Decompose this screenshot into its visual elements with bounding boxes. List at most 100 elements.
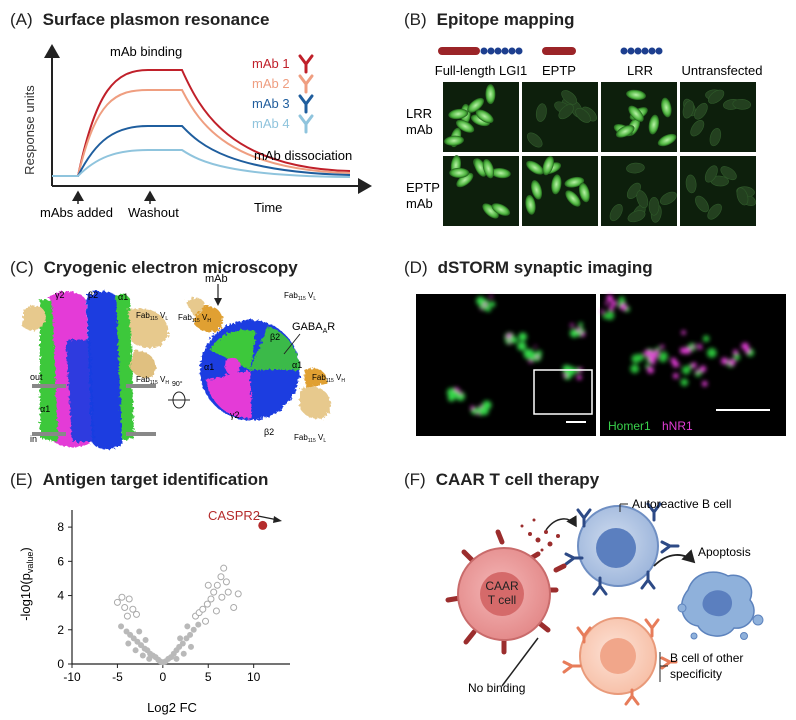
col-label-full: Full-length LGI1 <box>435 63 528 78</box>
volcano-point <box>187 631 194 638</box>
homer-spot <box>706 348 717 358</box>
cell-dim <box>720 166 737 181</box>
cell-fluor <box>628 105 644 122</box>
hnr-spot <box>606 294 614 302</box>
hnr-spot <box>576 374 582 380</box>
row-label-lrr-mab: mAb <box>406 122 433 137</box>
hnr-spot <box>476 412 480 415</box>
volcano-point-open <box>220 564 228 572</box>
volcano-point-open <box>202 617 210 625</box>
cell-fluor <box>474 158 487 177</box>
volcano-point-open <box>230 604 238 612</box>
micrograph-tile <box>443 82 519 152</box>
hnr-spot <box>660 344 665 349</box>
cell-fluor <box>542 155 554 176</box>
top-view-receptor <box>186 297 331 420</box>
volcano-ylabel: -log10(pvalue) <box>18 547 35 621</box>
volcano-point-open <box>213 581 221 589</box>
volcano-point-open <box>207 595 215 603</box>
cell-fluor <box>491 203 511 216</box>
cell-fluor <box>526 160 544 175</box>
cell-fluor <box>467 97 485 113</box>
cell-fluor <box>564 176 585 188</box>
tcell-label-2: T cell <box>488 593 516 607</box>
volcano-point <box>139 652 146 659</box>
panel-b-title: Epitope mapping <box>436 10 575 29</box>
spr-xlabel: Time <box>254 200 282 215</box>
cell-fluor <box>578 182 590 203</box>
side-view-receptor <box>22 290 169 450</box>
volcano-point <box>146 655 153 662</box>
label-gamma2: γ2 <box>55 290 65 300</box>
spr-ylabel: Response units <box>22 85 37 175</box>
cell-fluor <box>657 133 677 147</box>
homer-spot <box>578 322 583 327</box>
apoptosis-label: Apoptosis <box>698 545 751 559</box>
hnr-spot <box>570 323 574 328</box>
fab-top-vh-label: Fab115 VH <box>178 313 211 324</box>
cell-dim <box>708 89 725 104</box>
cell-dim <box>648 196 660 216</box>
y-tick-label: 8 <box>57 520 64 534</box>
cell-fluor <box>449 167 470 178</box>
panel-e-title: Antigen target identification <box>42 470 269 489</box>
panel-c-heading: (C)Cryogenic electron microscopy <box>10 258 298 278</box>
cell-dim <box>527 132 543 148</box>
homer-spot <box>446 387 457 398</box>
membrane-out-left <box>32 384 66 388</box>
cell-fluor <box>490 168 511 179</box>
caspr2-point <box>258 520 268 530</box>
cell-fluor <box>648 114 660 135</box>
hnr-spot <box>580 332 586 337</box>
cell-dim <box>627 210 646 223</box>
homer-spot <box>702 335 710 342</box>
cell-fluor <box>525 194 536 215</box>
hnr-spot <box>479 405 483 408</box>
volcano-point <box>173 655 180 662</box>
hnr-spot <box>458 390 461 393</box>
cell-fluor <box>531 180 543 200</box>
gaba-arrow <box>283 333 301 355</box>
hnr-spot <box>489 295 493 299</box>
volcano-point-open <box>217 573 225 581</box>
hnr-spot <box>470 405 475 410</box>
col-label-lrr: LRR <box>627 63 653 78</box>
homer-label: Homer1 <box>608 419 651 433</box>
tcell-label-1: CAAR <box>485 579 519 593</box>
hnr-spot <box>732 349 738 355</box>
hnr-spot <box>692 345 696 349</box>
panel-f-heading: (F)CAAR T cell therapy <box>404 470 599 490</box>
volcano-xlabel: Log2 FC <box>147 700 197 715</box>
volcano-point-open <box>121 604 129 612</box>
panel-a-heading: (A)Surface plasmon resonance <box>10 10 269 30</box>
cell-dim <box>659 191 677 205</box>
hnr-spot <box>508 333 512 338</box>
eptp-only-bar <box>542 47 576 55</box>
row-label-eptp-mab: mAb <box>406 196 433 211</box>
label-beta2-top: β2 <box>270 332 280 342</box>
cell-fluor <box>661 97 672 118</box>
cell-fluor <box>615 125 635 138</box>
micrograph-tile <box>680 156 757 226</box>
hnr-spot <box>610 300 617 306</box>
micrograph-tile <box>601 156 677 226</box>
panel-c-title: Cryogenic electron microscopy <box>43 258 298 277</box>
x-tick-label: -5 <box>112 670 123 684</box>
volcano-point <box>187 643 194 650</box>
membrane-out-right <box>126 384 156 388</box>
construct-schematics <box>438 47 663 55</box>
hnr-spot <box>535 355 539 359</box>
hnr-spot <box>672 373 679 379</box>
hnr-spot <box>576 327 581 332</box>
hnr-spot <box>608 305 614 311</box>
cell-dim <box>535 103 547 122</box>
cell-dim <box>709 128 722 147</box>
membrane-in-left <box>32 432 66 436</box>
homer-spot <box>605 310 615 320</box>
binding-label: mAb binding <box>110 44 182 59</box>
fab-vh-label: Fab115 VH <box>136 375 169 386</box>
hnr-spot <box>684 347 691 355</box>
micrograph-tile <box>680 82 756 152</box>
label-alpha1-top-right: α1 <box>292 360 302 370</box>
label-gamma2-top: γ2 <box>230 410 240 420</box>
